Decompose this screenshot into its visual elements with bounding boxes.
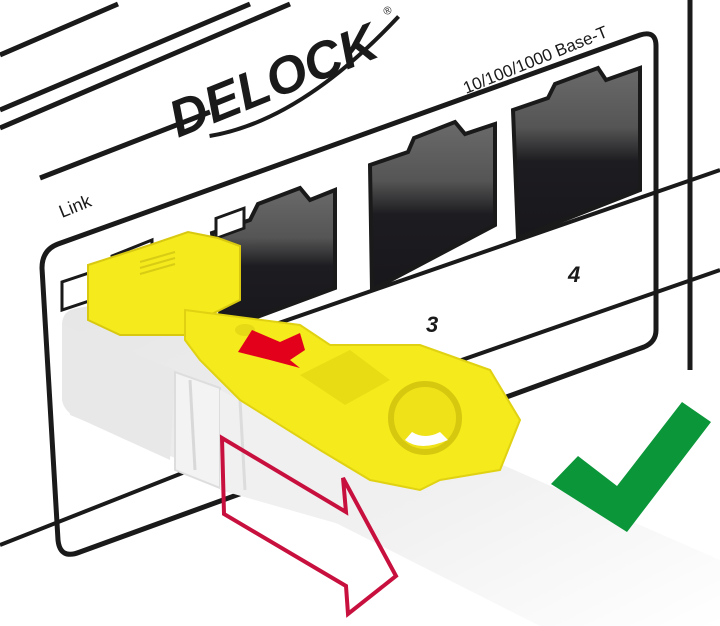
registered-mark: ® <box>382 4 394 18</box>
housing-lines <box>0 0 693 370</box>
port-panel <box>39 31 659 557</box>
checkmark-icon <box>551 402 711 532</box>
rj45-port-3 <box>367 119 497 294</box>
pull-arrow-icon <box>219 434 399 618</box>
insert-arrow-icon <box>238 330 305 368</box>
link-label: Link <box>56 190 95 221</box>
rj45-port-2 <box>209 185 337 333</box>
label-divider <box>229 168 720 342</box>
brand-name: DELOCK <box>161 12 389 149</box>
port-3-label: 3 <box>426 312 438 337</box>
port-4-label: 4 <box>567 262 580 287</box>
rj45-port-4 <box>510 65 642 241</box>
panel-edge <box>0 468 191 547</box>
